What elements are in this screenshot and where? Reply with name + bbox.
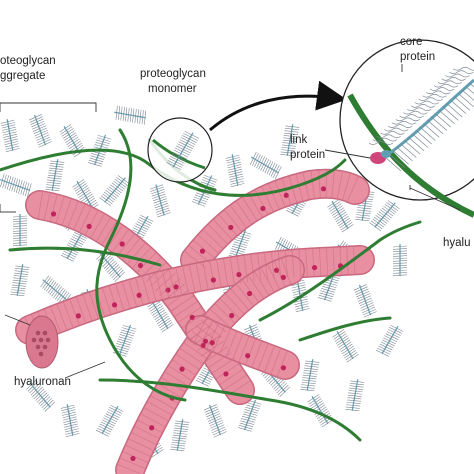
monomer-highlight-circle — [148, 118, 212, 182]
proteoglycan-monomer — [28, 113, 52, 148]
proteoglycan-monomer — [96, 403, 124, 438]
proteoglycan-monomer — [170, 418, 189, 452]
proteoglycan-monomer-label-line1: proteoglycan — [140, 68, 206, 80]
proteoglycan-monomer — [353, 283, 377, 318]
link-protein-label-line1: link — [290, 134, 308, 146]
proteoglycan-monomer — [0, 173, 32, 197]
proteoglycan-monomer — [300, 358, 319, 392]
core-protein-label-line1: core — [400, 36, 422, 48]
proteoglycan-monomer — [45, 158, 64, 192]
proteoglycan-monomer — [203, 403, 227, 438]
proteoglycan-monomer — [369, 198, 400, 232]
core-protein-label-line2: protein — [400, 51, 435, 63]
proteoglycan-monomer-label-line2: monomer — [148, 83, 197, 95]
proteoglycan-monomer — [248, 151, 283, 179]
fibril-cross-section — [26, 316, 58, 368]
proteoglycan-aggregate-label-line2: ggregate — [0, 70, 45, 82]
proteoglycan-monomer — [393, 244, 407, 276]
proteoglycan-monomer — [0, 118, 19, 152]
hyaluronan-strand — [300, 318, 390, 340]
proteoglycan-monomer — [13, 214, 27, 246]
proteoglycan-monomer — [225, 153, 244, 187]
zoom-arrow — [210, 96, 335, 130]
proteoglycan-monomer — [376, 323, 404, 358]
collagen-fibrils — [30, 184, 360, 470]
proteoglycan-aggregate-label-line1: oteoglycan — [0, 55, 56, 67]
proteoglycan-monomer — [345, 378, 364, 412]
proteoglycan-monomer — [149, 183, 171, 218]
hyaluronan-inset-label: hyalu — [443, 237, 471, 249]
proteoglycan-monomer — [10, 263, 29, 297]
hyaluronan-label: hyaluronan — [14, 376, 71, 388]
proteoglycan-monomer — [60, 403, 79, 437]
proteoglycan-monomer — [331, 328, 359, 363]
proteoglycan-monomer — [113, 105, 147, 124]
link-protein-label-line2: protein — [290, 149, 325, 161]
